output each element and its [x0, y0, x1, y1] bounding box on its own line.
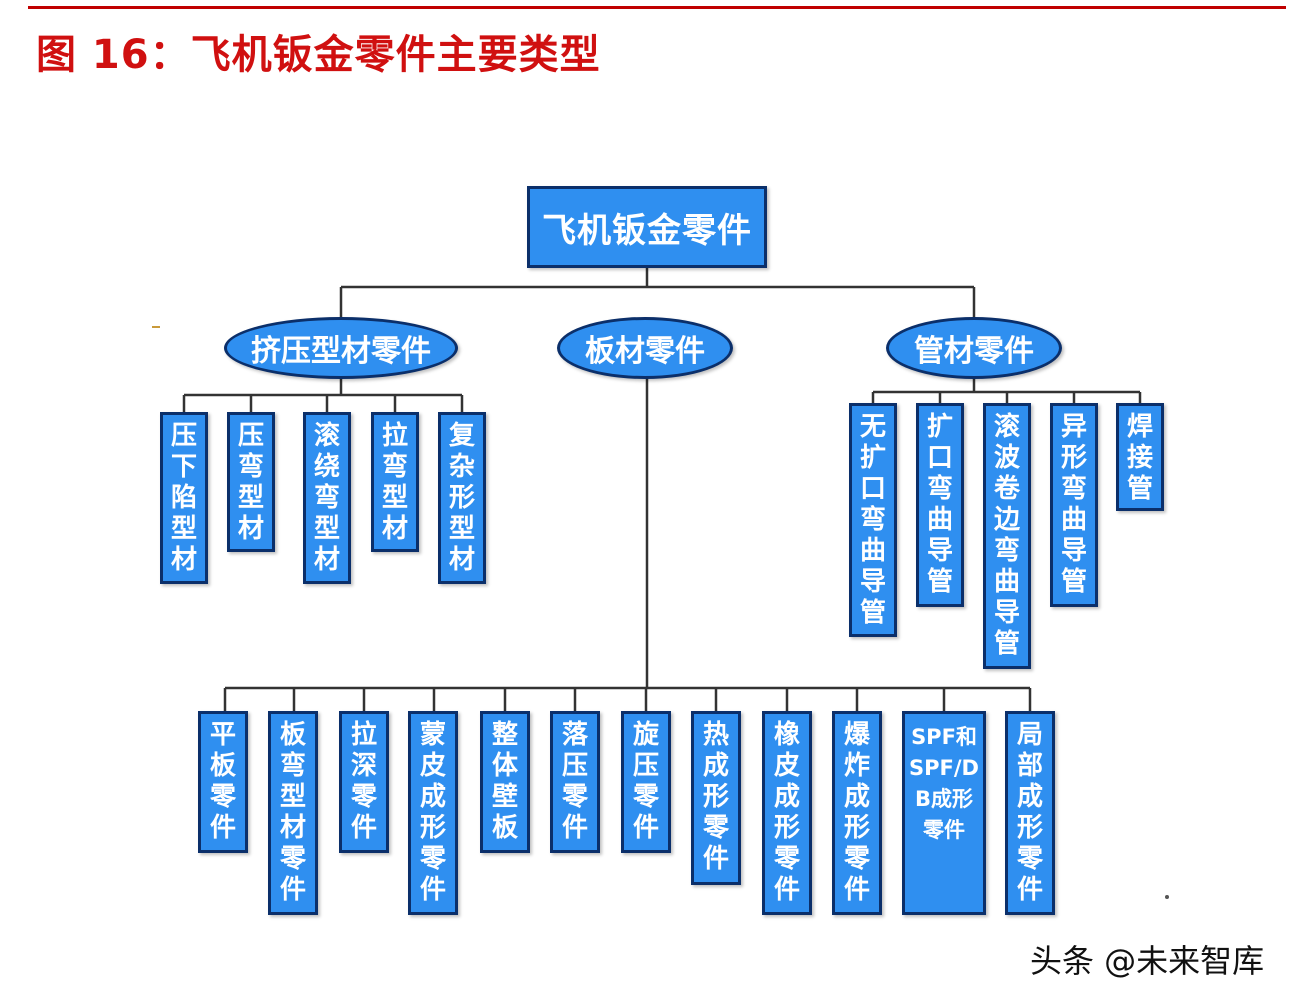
root-node: 飞机钣金零件 — [527, 186, 767, 268]
extrusion-part-box: 压下陷型材 — [160, 412, 208, 584]
tube-part-box: 焊接管 — [1116, 403, 1164, 511]
title-rule — [28, 6, 1286, 9]
extrusion-part-box: 滚绕弯型材 — [303, 412, 351, 584]
sheet-part-box: 蒙皮成形零件 — [408, 711, 458, 915]
sheet-part-box: 板弯型材零件 — [268, 711, 318, 915]
sheet-part-box: 平板零件 — [198, 711, 248, 853]
sheet-part-box: 局部成形零件 — [1005, 711, 1055, 915]
extrusion-part-box: 压弯型材 — [227, 412, 275, 552]
extrusion-part-box: 复杂形型材 — [438, 412, 486, 584]
category-extrusion-parts: 挤压型材零件 — [224, 317, 458, 379]
tube-part-box: 扩口弯曲导管 — [916, 403, 964, 607]
extrusion-part-box: 拉弯型材 — [371, 412, 419, 552]
tube-part-box: 滚波卷边弯曲导管 — [983, 403, 1031, 669]
sheet-part-box: 热成形零件 — [691, 711, 741, 885]
sheet-part-box-spf: SPF和SPF/DB成形零件 — [902, 711, 986, 915]
sheet-part-box: 爆炸成形零件 — [832, 711, 882, 915]
watermark: 头条 @未来智库 — [1030, 942, 1265, 980]
sheet-part-box: 整体壁板 — [480, 711, 530, 853]
sheet-part-box: 落压零件 — [550, 711, 600, 853]
category-sheet-parts: 板材零件 — [557, 317, 733, 379]
sheet-part-box: 橡皮成形零件 — [762, 711, 812, 915]
speck-dot — [1165, 895, 1169, 899]
sheet-part-box: 拉深零件 — [339, 711, 389, 853]
tube-part-box: 异形弯曲导管 — [1050, 403, 1098, 607]
sheet-part-box: 旋压零件 — [621, 711, 671, 853]
tube-part-box: 无扩口弯曲导管 — [849, 403, 897, 637]
category-tube-parts: 管材零件 — [886, 317, 1062, 379]
figure-title: 图 16：飞机钣金零件主要类型 — [36, 32, 601, 78]
speck-mark — [152, 326, 160, 328]
